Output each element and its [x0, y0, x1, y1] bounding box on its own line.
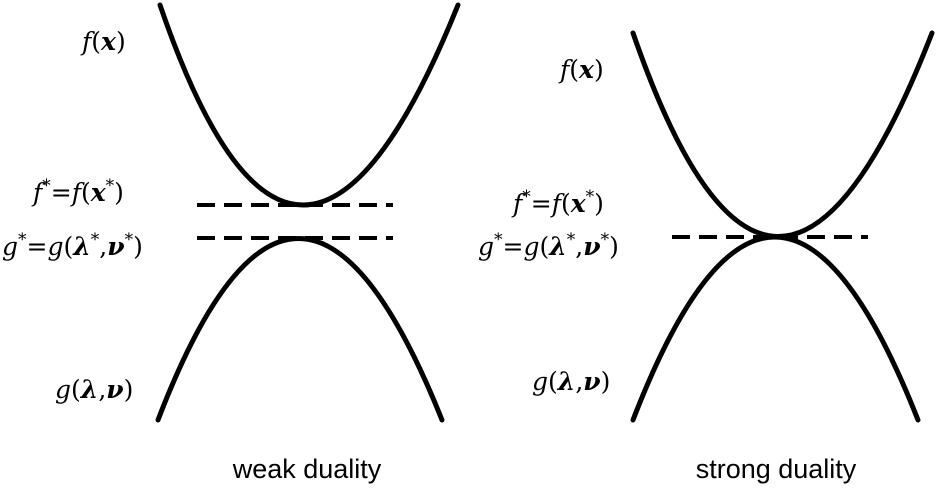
caption-weak-duality: weak duality [232, 454, 382, 484]
dual-curve [630, 234, 921, 423]
primal-optimum-label: f*=f(x*) [511, 187, 604, 218]
dual-label: g(λ,ν) [55, 375, 133, 404]
caption-strong-duality: strong duality [696, 454, 857, 484]
dual-curve [155, 236, 445, 423]
dual-optimum-label: g*=g(λ*,ν*) [478, 230, 619, 261]
dual-label: g(λ,ν) [532, 367, 610, 396]
primal-curve [630, 30, 935, 239]
dual-optimum-label: g*=g(λ*,ν*) [2, 230, 143, 261]
primal-curve [157, 2, 461, 208]
primal-label: f(x) [80, 27, 126, 56]
panel-weak-duality: f(x) f*=f(x*) g*=g(λ*,ν*) g(λ,ν) weak du… [2, 2, 461, 484]
panel-strong-duality: f(x) f*=f(x*) g*=g(λ*,ν*) g(λ,ν) strong … [478, 30, 935, 484]
primal-label: f(x) [558, 55, 604, 84]
primal-optimum-label: f*=f(x*) [31, 176, 124, 207]
